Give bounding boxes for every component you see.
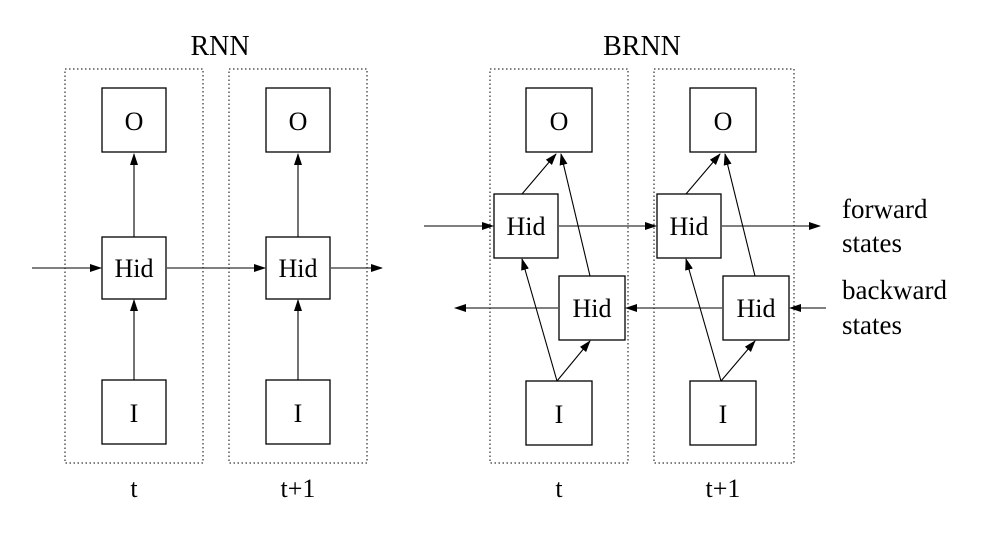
forward-states-label-line2: states: [842, 228, 902, 258]
brnn-step-t1-frame: [653, 68, 795, 464]
rnn-t-input-node: I: [101, 379, 167, 445]
rnn-t-time-label: t: [130, 474, 138, 503]
brnn-t1-forward-to-output-arrow: [685, 153, 721, 195]
rnn-section: RNN O Hid I t O H: [32, 31, 383, 503]
brnn-step-t-frame: [489, 68, 629, 464]
brnn-t1-backward-to-output-arrow: [723, 153, 756, 277]
brnn-t-backward-hidden-node: Hid: [558, 275, 626, 341]
brnn-t-forward-to-output-arrow: [521, 153, 557, 195]
brnn-section: BRNN O Hid Hid: [424, 31, 947, 503]
brnn-t-input-node: I: [525, 380, 593, 446]
brnn-t1-input-node: I: [689, 380, 757, 446]
rnn-t1-hidden-label: Hid: [279, 254, 318, 283]
brnn-t-input-to-backward-arrow: [556, 340, 591, 382]
brnn-t1-output-node: O: [689, 87, 757, 153]
rnn-t-output-node: O: [101, 87, 167, 153]
brnn-t-backward-hidden-label: Hid: [573, 294, 612, 323]
backward-states-label-line1: backward: [842, 275, 947, 305]
rnn-title: RNN: [190, 31, 249, 62]
brnn-t-forward-hidden-label: Hid: [507, 212, 546, 241]
brnn-t1-forward-hidden-label: Hid: [670, 212, 709, 241]
brnn-t1-output-label: O: [714, 107, 733, 136]
brnn-t-time-label: t: [555, 474, 563, 503]
brnn-t-output-label: O: [550, 107, 569, 136]
rnn-step-t-frame: [64, 68, 204, 464]
rnn-t1-output-node: O: [265, 87, 331, 153]
rnn-t1-output-label: O: [289, 107, 308, 136]
rnn-t1-hidden-node: Hid: [265, 236, 331, 300]
brnn-t1-time-label: t+1: [706, 474, 741, 503]
brnn-t-output-node: O: [525, 87, 593, 153]
brnn-t-forward-hidden-node: Hid: [493, 193, 559, 259]
rnn-t-output-label: O: [125, 107, 144, 136]
brnn-t1-forward-hidden-node: Hid: [656, 193, 722, 259]
rnn-t-input-label: I: [130, 399, 139, 428]
rnn-t-hidden-node: Hid: [101, 236, 167, 300]
backward-states-label-line2: states: [842, 310, 902, 340]
rnn-t1-time-label: t+1: [281, 474, 316, 503]
rnn-step-t1-frame: [228, 68, 368, 464]
forward-states-label-line1: forward: [842, 194, 928, 224]
brnn-t1-input-label: I: [719, 400, 728, 429]
brnn-t1-backward-hidden-label: Hid: [737, 294, 776, 323]
rnn-t1-input-node: I: [265, 379, 331, 445]
brnn-title: BRNN: [603, 31, 681, 62]
brnn-t-backward-to-output-arrow: [559, 153, 591, 277]
brnn-t1-input-to-forward-arrow: [685, 258, 722, 382]
rnn-t1-input-label: I: [294, 399, 303, 428]
rnn-t-hidden-label: Hid: [115, 254, 154, 283]
brnn-t1-backward-hidden-node: Hid: [722, 275, 790, 341]
brnn-t-input-label: I: [555, 400, 564, 429]
brnn-t1-input-to-backward-arrow: [720, 340, 756, 382]
brnn-t-input-to-forward-arrow: [521, 258, 558, 382]
